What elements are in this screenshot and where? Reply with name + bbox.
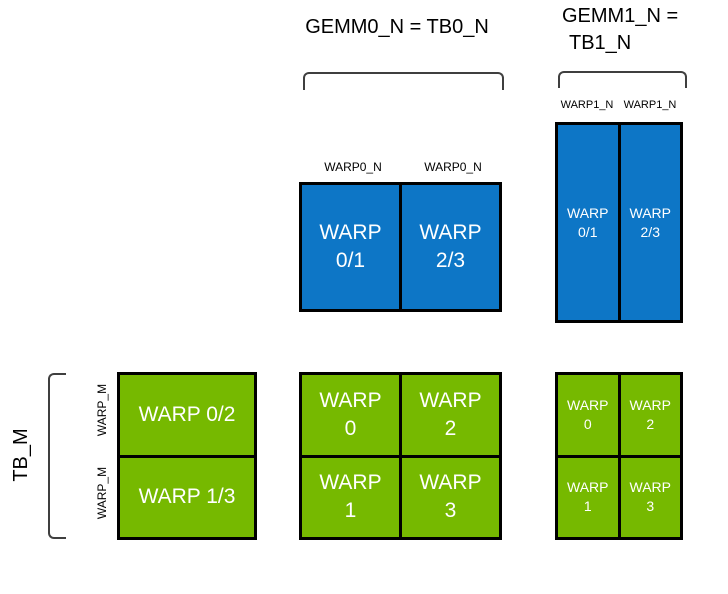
- warp1-n-label-right: WARP1_N: [623, 99, 677, 111]
- warp-cell-line1: WARP: [319, 471, 382, 495]
- warp-cell-label: WARP 1/3: [138, 485, 236, 509]
- warp-cell-line2: 1: [583, 498, 592, 515]
- gemm1-title: GEMM1_N = TB1_N: [562, 3, 696, 57]
- warp-cell-line1: WARP: [567, 204, 609, 221]
- gemm0-n-bracket: [303, 72, 504, 90]
- gemm1-blue-block: WARP 0/1 WARP 2/3: [555, 122, 683, 323]
- gemm0-title: GEMM0_N = TB0_N: [305, 16, 489, 38]
- warp-m-label-bottom: WARP_M: [95, 466, 109, 520]
- center-green-block: WARP 0 WARP 2 WARP 1 WARP 3: [299, 372, 502, 540]
- warp0-n-label-left: WARP0_N: [324, 160, 382, 174]
- warp-cell-line1: WARP: [319, 388, 382, 412]
- center-warp-2-cell: WARP 2: [402, 375, 499, 455]
- right-warp-0-cell: WARP 0: [558, 375, 618, 455]
- right-warp-3-cell: WARP 3: [620, 457, 680, 537]
- tb-m-bracket: [48, 373, 66, 539]
- warp-cell-line1: WARP: [629, 204, 671, 221]
- warp-cell-line2: 0: [344, 416, 357, 440]
- warp-cell-line2: 2/3: [435, 249, 466, 272]
- warp-cell-line2: 1: [344, 499, 357, 523]
- gemm0-blue-block: WARP 0/1 WARP 2/3: [299, 182, 502, 312]
- warp1-n-label-left: WARP1_N: [560, 99, 614, 111]
- warp-cell-line2: 2: [444, 416, 457, 440]
- gemm1-warp-23-cell: WARP 2/3: [620, 125, 680, 320]
- right-green-block: WARP 0 WARP 2 WARP 1 WARP 3: [555, 372, 683, 540]
- right-warp-1-cell: WARP 1: [558, 457, 618, 537]
- warp-cell-line2: 0/1: [578, 223, 598, 240]
- gemm0-warp-01-cell: WARP 0/1: [302, 185, 399, 309]
- left-green-block: WARP 0/2 WARP 1/3: [117, 372, 257, 540]
- warp-cell-line1: WARP: [567, 396, 609, 413]
- gemm0-warp-23-cell: WARP 2/3: [402, 185, 499, 309]
- warp-cell-line1: WARP: [629, 396, 671, 413]
- warp-cell-line1: WARP: [629, 479, 671, 496]
- tb-m-label: TB_M: [10, 428, 32, 482]
- warp-cell-line1: WARP: [567, 479, 609, 496]
- left-warp-02-cell: WARP 0/2: [120, 375, 254, 455]
- warp-cell-line2: 0/1: [335, 249, 366, 272]
- gemm1-title-line1: GEMM1_N =: [562, 5, 679, 27]
- center-warp-1-cell: WARP 1: [302, 457, 399, 537]
- warp-cell-line2: 3: [444, 499, 457, 523]
- warp-m-label-top: WARP_M: [95, 383, 109, 437]
- right-warp-2-cell: WARP 2: [620, 375, 680, 455]
- warp-cell-line2: 2: [646, 415, 655, 432]
- warp-cell-line2: 3: [646, 498, 655, 515]
- gemm1-title-line2: TB1_N: [569, 32, 632, 54]
- center-warp-0-cell: WARP 0: [302, 375, 399, 455]
- center-warp-3-cell: WARP 3: [402, 457, 499, 537]
- gemm1-warp-01-cell: WARP 0/1: [558, 125, 618, 320]
- left-warp-13-cell: WARP 1/3: [120, 457, 254, 537]
- warp-cell-line2: 2/3: [640, 223, 660, 240]
- gemm1-n-bracket: [558, 71, 687, 88]
- warp-cell-line1: WARP: [419, 388, 482, 412]
- warp-cell-line2: 0: [583, 415, 592, 432]
- warp-cell-line1: WARP: [419, 221, 482, 244]
- warp0-n-label-right: WARP0_N: [424, 160, 482, 174]
- warp-cell-line1: WARP: [419, 471, 482, 495]
- warp-cell-line1: WARP: [319, 221, 382, 244]
- warp-cell-label: WARP 0/2: [138, 402, 236, 426]
